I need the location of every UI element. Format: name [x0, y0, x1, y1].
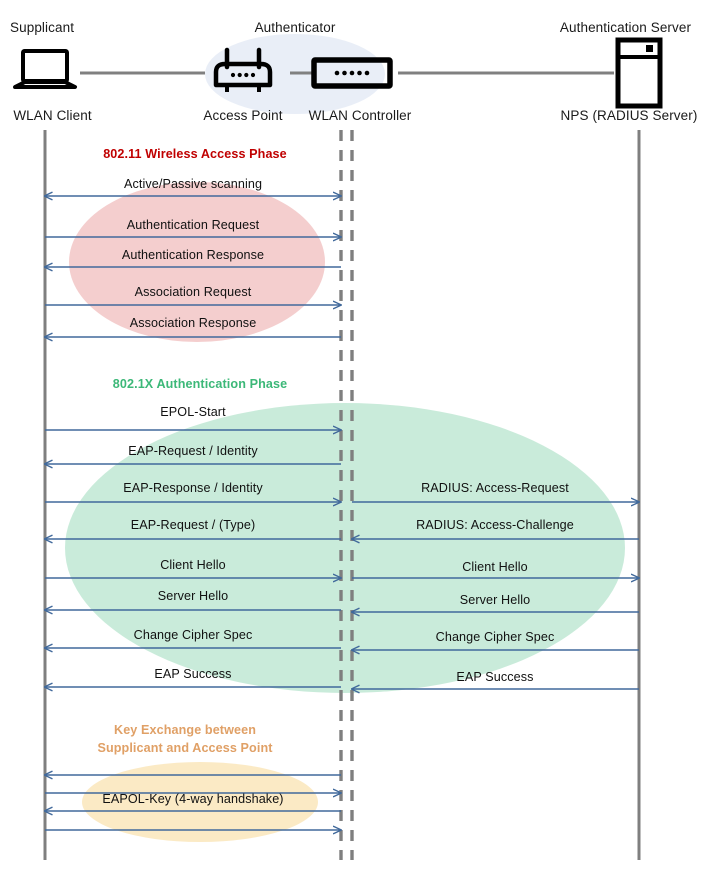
phase-8021x-ellipse	[65, 403, 625, 693]
node-name-wlan-controller: WLAN Controller	[308, 108, 412, 123]
laptop-icon	[13, 49, 77, 89]
message-label-r2: RADIUS: Access-Challenge	[416, 518, 574, 532]
message-label-m16: EAPOL-Key (4-way handshake)	[102, 792, 284, 806]
phase-title-80211: 802.11 Wireless Access Phase	[103, 147, 287, 161]
message-label-m1: Active/Passive scanning	[123, 177, 263, 191]
phase-title-key-exchange-line2: Supplicant and Access Point	[97, 741, 273, 756]
lifelines	[43, 130, 641, 860]
server-icon	[615, 37, 663, 109]
message-label-m2: Authentication Request	[126, 218, 260, 232]
phase-80211-ellipse	[69, 182, 325, 342]
message-label-m12: Change Cipher Spec	[133, 628, 253, 642]
role-label-auth-server: Authentication Server	[559, 20, 692, 35]
message-label-m4: Association Request	[134, 285, 252, 299]
phase-title-key-exchange: Key Exchange between Supplicant and Acce…	[75, 721, 295, 758]
message-label-m6: EPOL-Start	[160, 405, 226, 419]
message-label-r1: RADIUS: Access-Request	[421, 481, 569, 495]
message-label-r5: Change Cipher Spec	[435, 630, 555, 644]
wireless-router-icon	[213, 47, 273, 92]
role-label-supplicant: Supplicant	[10, 20, 75, 35]
message-label-m11: Server Hello	[157, 589, 229, 603]
node-name-access-point: Access Point	[203, 108, 283, 123]
message-label-r3: Client Hello	[462, 560, 528, 574]
phase-ellipses	[65, 182, 625, 842]
message-label-m8: EAP-Response / Identity	[123, 481, 263, 495]
message-arrows	[45, 196, 639, 830]
message-label-r6: EAP Success	[456, 670, 534, 684]
message-label-r4: Server Hello	[459, 593, 531, 607]
phase-title-8021x: 802.1X Authentication Phase	[112, 377, 288, 391]
message-label-m13: EAP Success	[154, 667, 232, 681]
message-label-m9: EAP-Request / (Type)	[130, 518, 256, 532]
message-label-m3: Authentication Response	[121, 248, 265, 262]
node-name-wlan-client: WLAN Client	[13, 108, 92, 123]
message-label-m7: EAP-Request / Identity	[128, 444, 258, 458]
controller-icon	[311, 57, 393, 89]
role-label-authenticator: Authenticator	[254, 20, 336, 35]
phase-title-key-exchange-line1: Key Exchange between	[114, 723, 256, 737]
node-name-nps-server: NPS (RADIUS Server)	[560, 108, 698, 123]
message-label-m10: Client Hello	[160, 558, 226, 572]
message-label-m5: Association Response	[129, 316, 257, 330]
phase-key-exchange-ellipse	[82, 762, 318, 842]
